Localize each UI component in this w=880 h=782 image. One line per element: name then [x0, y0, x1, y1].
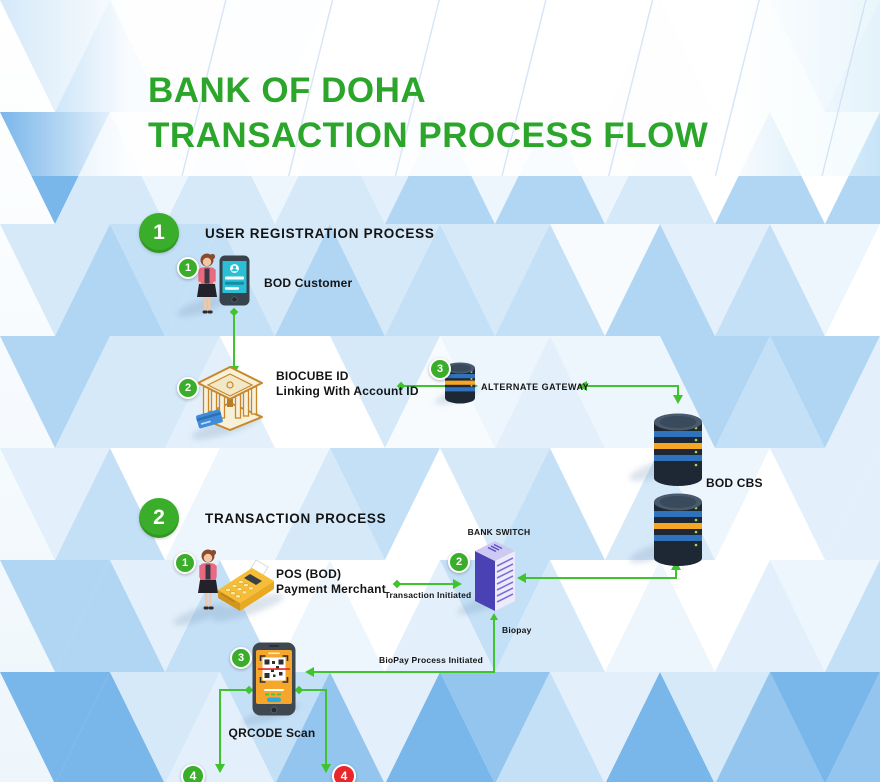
bank-switch-label: BANK SWITCH: [467, 527, 531, 537]
smartphone-icon: [219, 255, 250, 311]
step-badge-customer: 1: [177, 257, 199, 279]
transaction-initiated-label: Transaction Initiated: [384, 590, 472, 600]
title-line1: BANK OF DOHA: [148, 71, 427, 110]
pos-label-line2: Payment Merchant: [276, 582, 386, 596]
customer-label: BOD Customer: [264, 276, 353, 290]
step-badge-switch: 2: [448, 551, 470, 573]
outcome-badge-green: 4: [181, 764, 205, 782]
bank-label-line1: BIOCUBE ID: [276, 369, 349, 383]
title-line2: TRANSACTION PROCESS FLOW: [148, 116, 709, 155]
pos-label-line1: POS (BOD): [276, 567, 342, 581]
bank-building-icon: [194, 366, 266, 437]
step-badge-gateway: 3: [429, 358, 451, 380]
qr-phone-icon: [252, 642, 296, 721]
outcome-badge-red: 4: [332, 764, 356, 782]
section-1-title: USER REGISTRATION PROCESS: [205, 226, 435, 241]
section-2-badge: 2: [139, 498, 179, 538]
woman-merchant-icon: [193, 548, 223, 617]
top-diagonal-stripes: [120, 0, 880, 176]
gateway-label: ALTERNATE GATEWAY: [481, 382, 590, 392]
step-badge-pos: 1: [174, 552, 196, 574]
page-title: BANK OF DOHA TRANSACTION PROCESS FLOW: [148, 68, 708, 158]
qrcode-label: QRCODE Scan: [228, 726, 316, 740]
bank-label-line2: Linking With Account ID: [276, 384, 419, 398]
section-1-badge: 1: [139, 213, 179, 253]
cbs-label: BOD CBS: [706, 476, 763, 490]
step-badge-qrcode: 3: [230, 647, 252, 669]
step-badge-bank: 2: [177, 377, 199, 399]
database-stack-icon-bottom: [652, 490, 704, 573]
biopay-process-label: BioPay Process Initiated: [378, 655, 483, 665]
database-stack-icon-top: [652, 410, 704, 493]
section-2-title: TRANSACTION PROCESS: [205, 511, 387, 526]
pos-label: POS (BOD) Payment Merchant: [276, 567, 386, 597]
pos-terminal-icon: [206, 556, 280, 623]
biopay-label: Biopay: [502, 625, 532, 635]
server-icon: [474, 541, 516, 618]
bank-label: BIOCUBE ID Linking With Account ID: [276, 369, 419, 399]
woman-customer-icon: [192, 252, 222, 321]
credit-card-icon: [196, 409, 223, 429]
